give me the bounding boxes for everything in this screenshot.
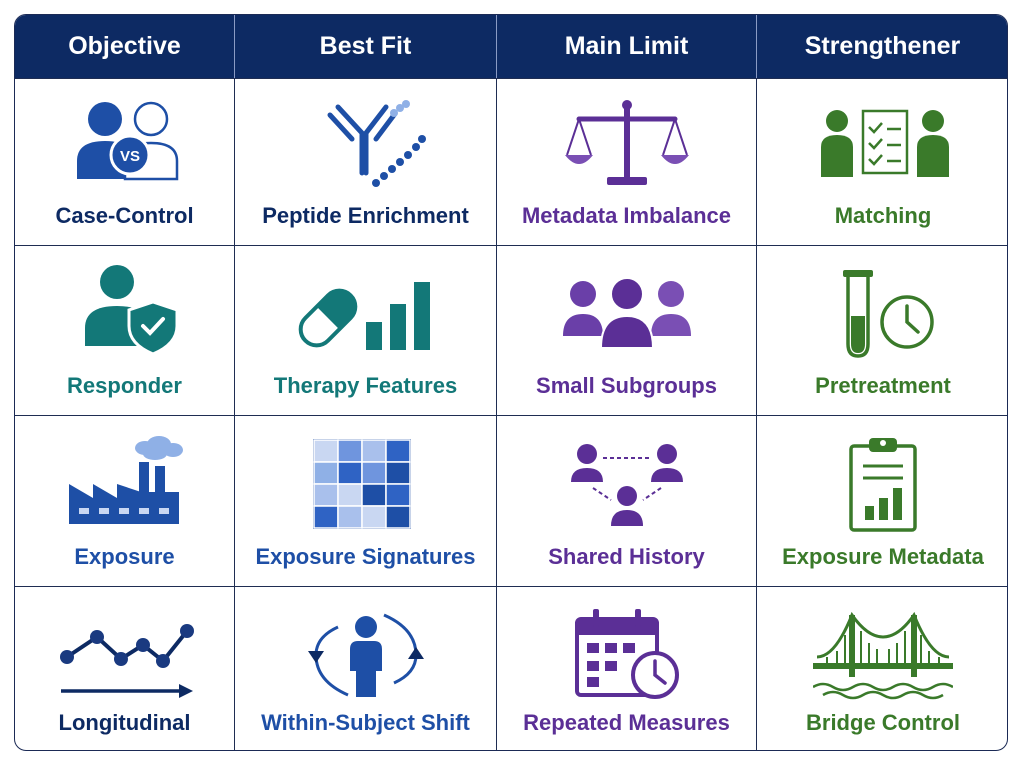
cell-case-control: VS Case-Control: [15, 78, 235, 245]
row4-objective: Longitudinal: [58, 710, 191, 735]
cell-exposure-signatures: Exposure Signatures: [235, 415, 497, 586]
antibody-peptide-icon: [327, 100, 426, 187]
row2-strengthener: Pretreatment: [815, 373, 951, 398]
cell-exposure: Exposure: [15, 415, 235, 586]
cell-repeated-measures: Repeated Measures: [497, 586, 757, 750]
design-comparison-table: Objective Best Fit Main Limit Strengthen…: [14, 14, 1008, 751]
cell-therapy-features: Therapy Features: [235, 245, 497, 415]
row2-best-fit: Therapy Features: [273, 373, 458, 398]
cell-metadata-imbalance: Metadata Imbalance: [497, 78, 757, 245]
cell-longitudinal: Longitudinal: [15, 586, 235, 750]
cell-small-subgroups: Small Subgroups: [497, 245, 757, 415]
group-people-icon: [562, 277, 691, 349]
row4-best-fit: Within-Subject Shift: [261, 710, 470, 735]
header-best-fit: Best Fit: [235, 15, 497, 78]
svg-text:VS: VS: [119, 148, 139, 165]
row1-objective: Case-Control: [55, 203, 194, 228]
row4-main-limit: Repeated Measures: [523, 710, 730, 735]
person-cycle-icon: [307, 613, 424, 697]
bridge-icon: [813, 611, 953, 700]
header-objective: Objective: [15, 15, 235, 78]
row3-objective: Exposure: [74, 544, 175, 569]
cell-within-subject-shift: Within-Subject Shift: [235, 586, 497, 750]
row3-best-fit: Exposure Signatures: [255, 544, 476, 569]
pill-bar-chart-icon: [298, 282, 430, 350]
matching-checklist-icon: [821, 109, 949, 177]
row1-best-fit: Peptide Enrichment: [262, 203, 469, 228]
cell-shared-history: Shared History: [497, 415, 757, 586]
cell-pretreatment: Pretreatment: [757, 245, 1007, 415]
calendar-clock-icon: [574, 609, 679, 699]
header-strengthener: Strengthener: [757, 15, 1007, 78]
cell-exposure-metadata: Exposure Metadata: [757, 415, 1007, 586]
cell-matching: Matching: [757, 78, 1007, 245]
row2-main-limit: Small Subgroups: [536, 373, 717, 398]
clipboard-chart-icon: [849, 438, 917, 532]
row3-strengthener: Exposure Metadata: [782, 544, 984, 569]
cell-responder: Responder: [15, 245, 235, 415]
cell-peptide-enrichment: Peptide Enrichment: [235, 78, 497, 245]
row1-strengthener: Matching: [834, 203, 932, 228]
row2-objective: Responder: [67, 373, 182, 398]
header-main-limit: Main Limit: [497, 15, 757, 78]
row1-main-limit: Metadata Imbalance: [521, 203, 732, 228]
test-tube-clock-icon: [843, 270, 934, 358]
row3-main-limit: Shared History: [548, 544, 705, 569]
heatmap-grid-icon: [312, 439, 411, 529]
balance-scale-icon: [564, 100, 689, 185]
person-shield-icon: [84, 265, 178, 356]
cell-bridge-control: Bridge Control: [757, 586, 1007, 750]
row4-strengthener: Bridge Control: [806, 710, 960, 735]
case-control-vs-icon: VS: [76, 101, 178, 181]
factory-icon: [68, 436, 183, 524]
line-trend-icon: [59, 624, 194, 698]
connected-people-icon: [570, 444, 683, 526]
